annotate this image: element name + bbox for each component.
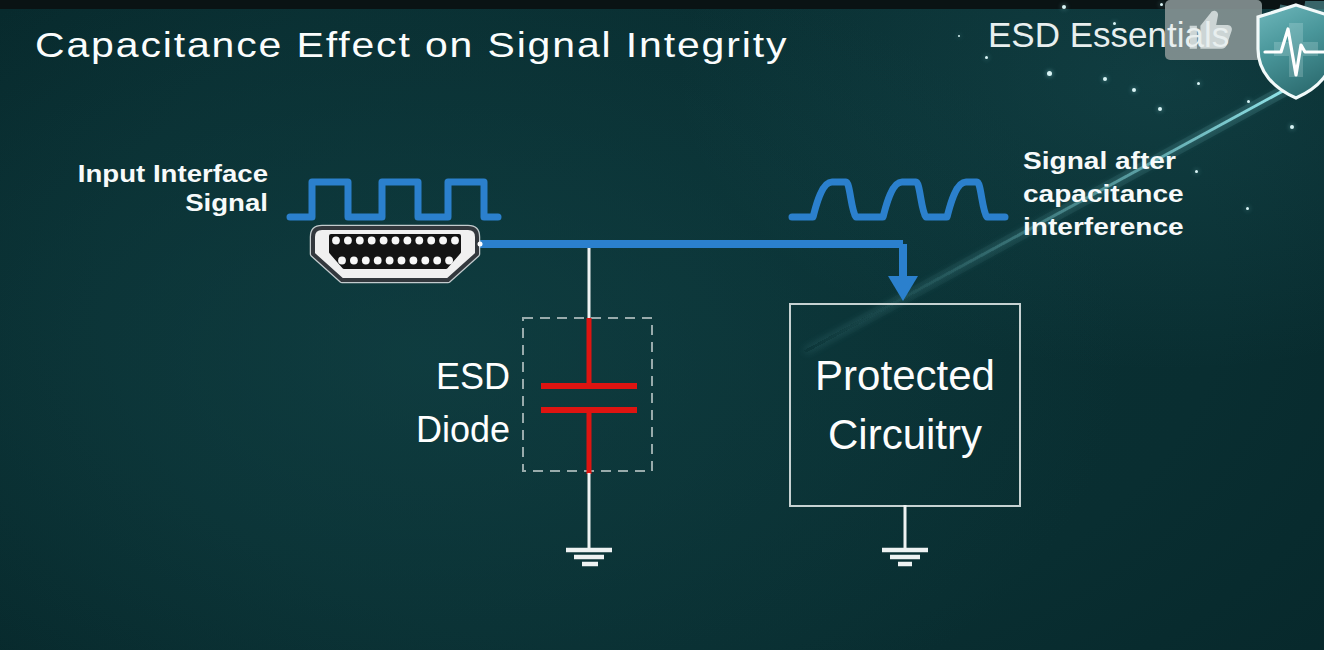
distorted-wave (792, 182, 1005, 217)
brand-shield-logo (1252, 1, 1324, 105)
junction-dot (478, 242, 483, 247)
input-square-wave (290, 182, 498, 217)
hdmi-connector-icon (313, 228, 483, 280)
ground-symbol-left (566, 550, 612, 564)
ground-symbol-right (882, 550, 928, 564)
arrow-head (888, 276, 918, 301)
brand-logo-text: ESD Essentials (988, 15, 1229, 55)
shield-pulse-icon (1252, 1, 1324, 105)
